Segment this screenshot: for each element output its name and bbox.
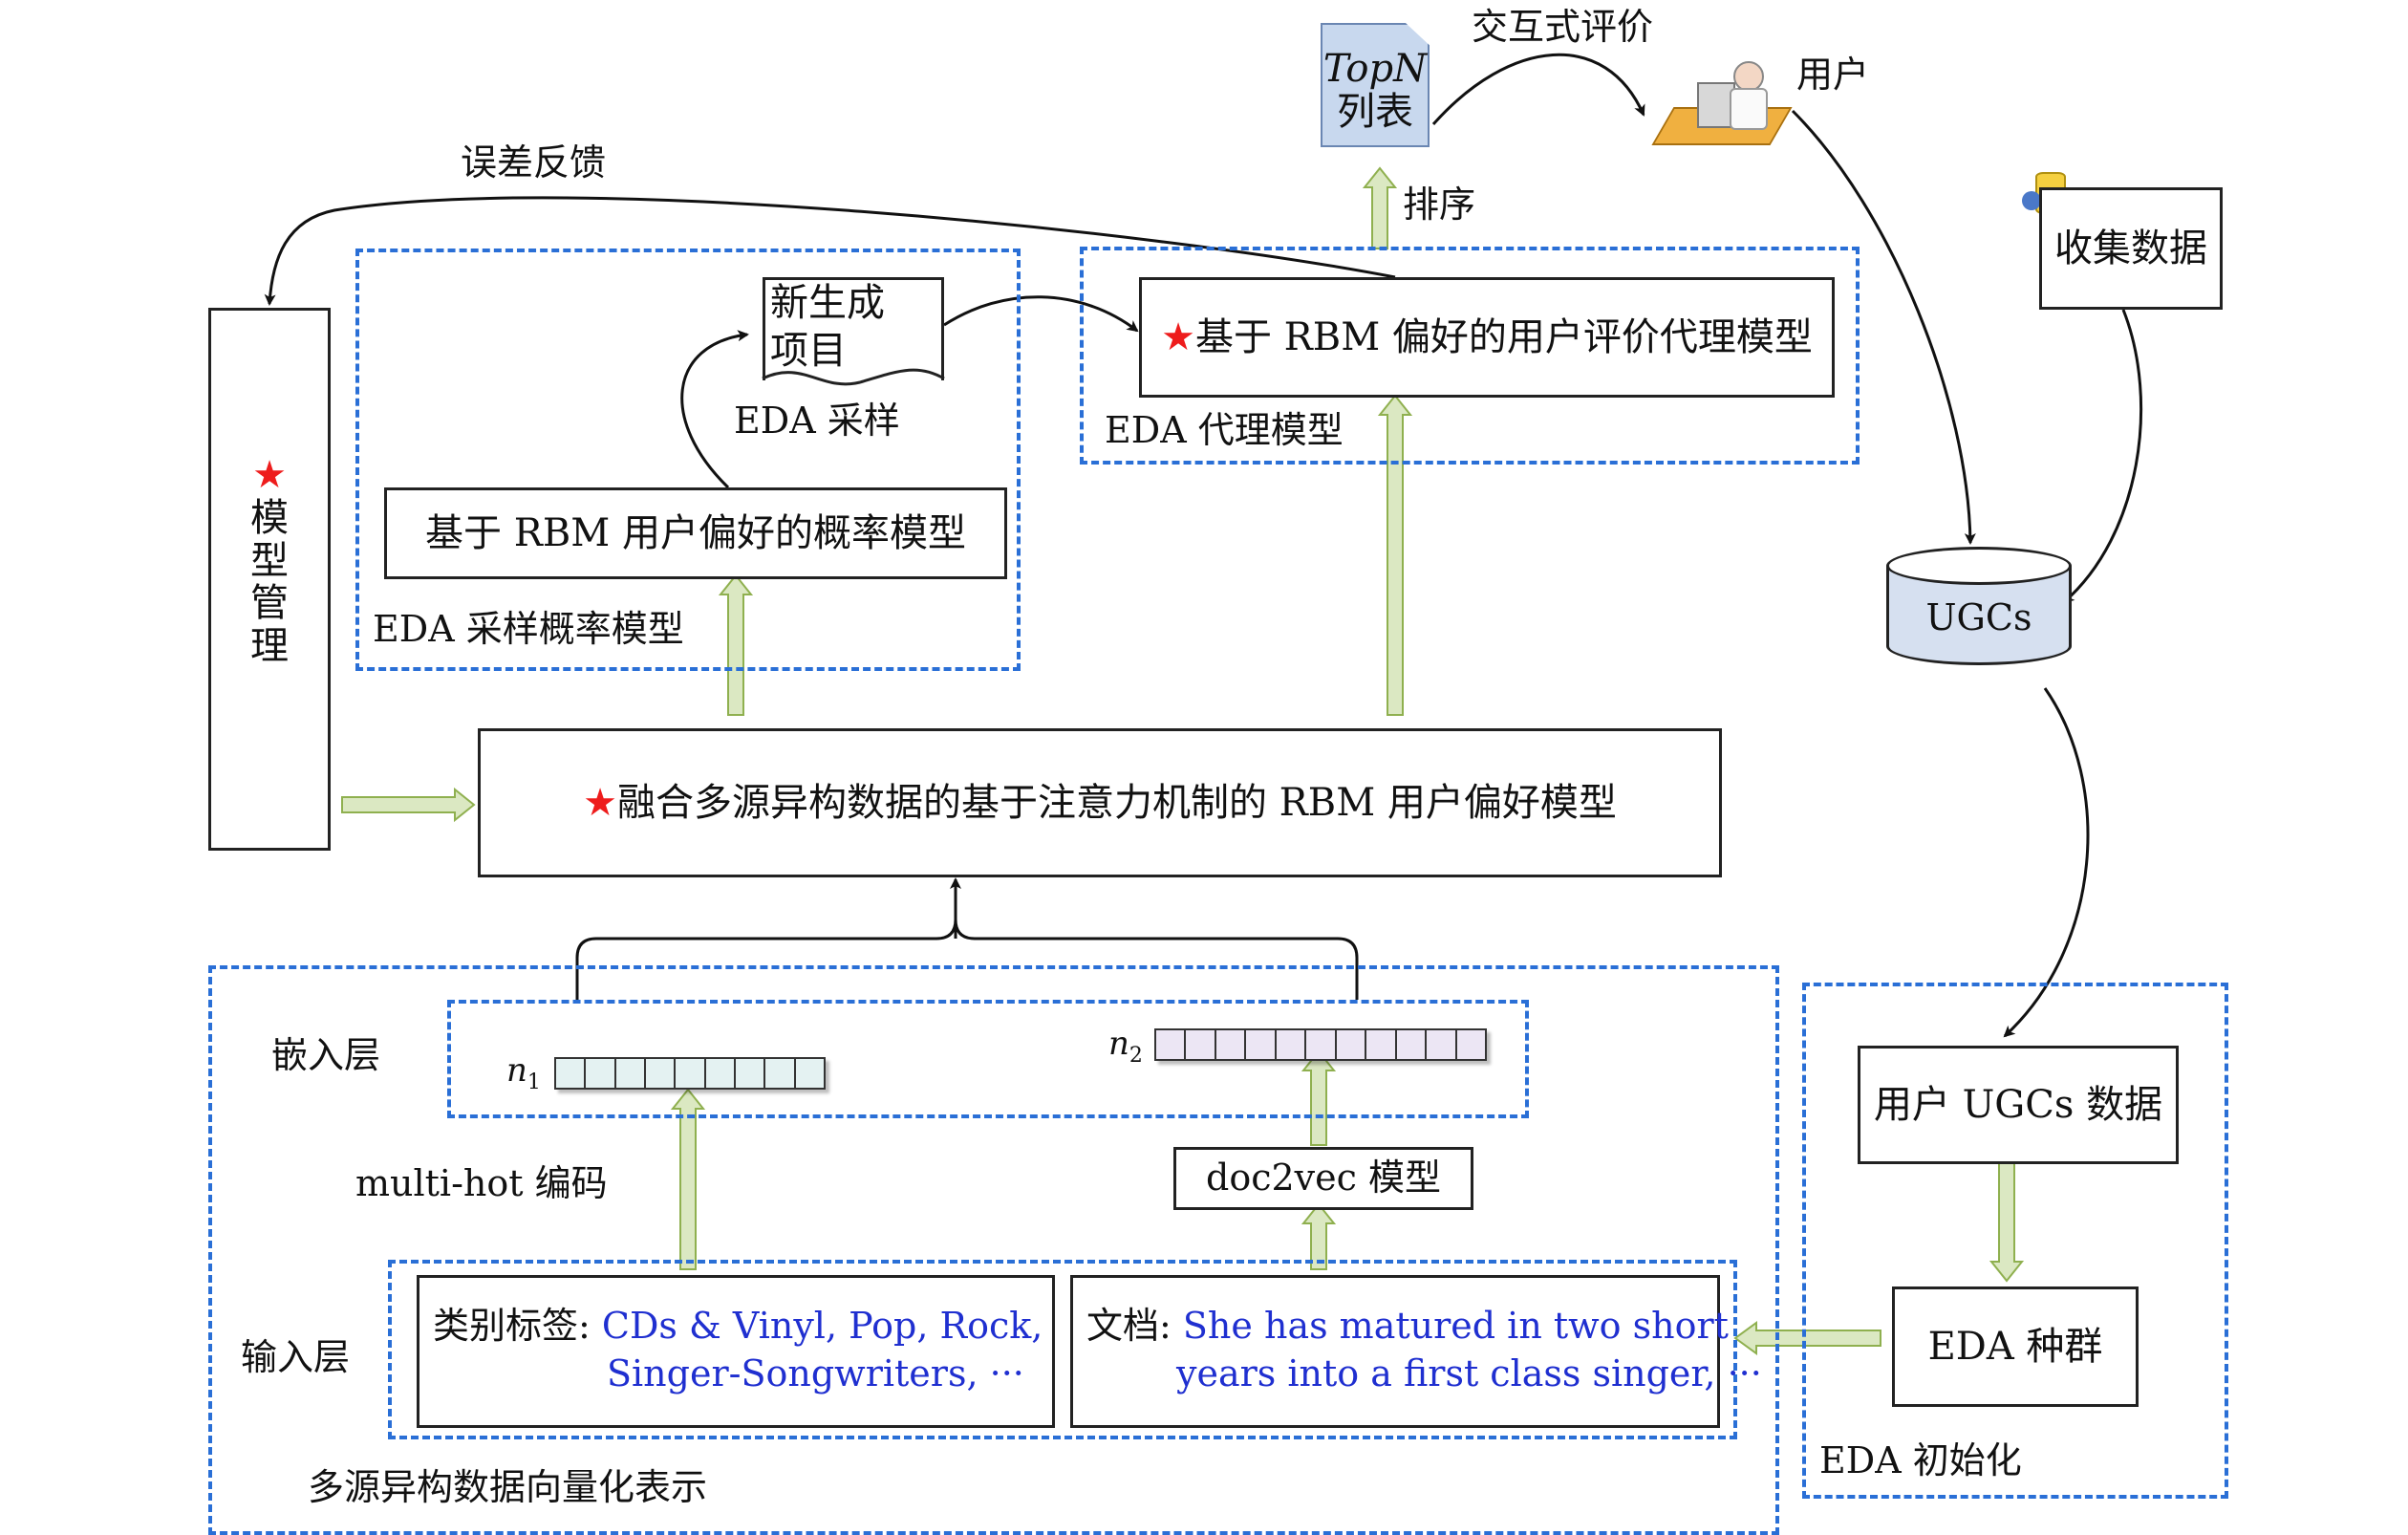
topn-line2: 列表 — [1337, 89, 1413, 134]
green-arrows — [341, 166, 2025, 1355]
mgmt-char-3: 管 — [250, 581, 289, 626]
eda-init-label: EDA 初始化 — [1819, 1439, 2022, 1481]
document-line1: She has matured in two short — [1182, 1305, 1729, 1347]
embedding-layer-group — [447, 1000, 1529, 1118]
topn-document-icon — [1321, 23, 1430, 147]
new-items-line1: 新生成 — [770, 281, 885, 325]
document-line2: years into a first class singer, ··· — [1176, 1352, 1762, 1394]
ugcs-label: UGCs — [1925, 596, 2032, 638]
multi-hot-label: multi-hot 编码 — [355, 1162, 608, 1204]
arrow-collect-to-ugcs — [2062, 309, 2143, 604]
main-star-icon: ★ — [583, 781, 617, 825]
prob-model-group-label: EDA 采样概率模型 — [373, 608, 684, 650]
category-line2: Singer-Songwriters, ··· — [607, 1352, 1024, 1394]
proxy-model-text: 基于 RBM 偏好的用户评价代理模型 — [1194, 315, 1813, 359]
n2-symbol: n — [1108, 1025, 1129, 1063]
category-text: 类别标签: CDs & Vinyl, Pop, Rock, — [433, 1305, 1043, 1349]
document-prefix: 文档: — [1086, 1305, 1183, 1347]
topn-label: TopN 列表 — [1321, 48, 1430, 134]
arrow-multihot-up — [670, 1088, 706, 1270]
n2-vector — [1154, 1028, 1487, 1061]
user-computer-icon — [1651, 57, 1793, 153]
arrow-topn-to-user — [1431, 54, 1645, 125]
eda-sampling-label: EDA 采样 — [734, 400, 900, 442]
n1-vector — [554, 1057, 826, 1090]
error-feedback-label: 误差反馈 — [461, 141, 607, 184]
document-text: 文档: She has matured in two short — [1086, 1305, 1729, 1349]
collect-data-box: 收集数据 — [2039, 187, 2223, 310]
arrow-pop-to-doc — [1733, 1321, 1881, 1355]
user-ugcs-box: 用户 UGCs 数据 — [1858, 1046, 2179, 1164]
topn-line1: TopN — [1322, 47, 1428, 91]
arrow-mgmt-to-main — [341, 787, 476, 823]
eda-proxy-group — [1080, 247, 1860, 465]
category-line1: CDs & Vinyl, Pop, Rock, — [601, 1305, 1043, 1347]
arrow-ugcs-to-pop — [1989, 1161, 2025, 1283]
arrow-prob-to-new — [680, 330, 749, 489]
arrow-new-to-proxy — [943, 295, 1139, 333]
arrow-main-to-proxy — [1377, 394, 1413, 716]
prob-model-box: 基于 RBM 用户偏好的概率模型 — [384, 487, 1007, 579]
interactive-eval-label: 交互式评价 — [1472, 6, 1654, 48]
mgmt-char-2: 型 — [250, 538, 289, 583]
multi-source-label: 多源异构数据向量化表示 — [308, 1466, 708, 1508]
n1-label: n1 — [506, 1051, 541, 1095]
eda-population-box: EDA 种群 — [1892, 1286, 2139, 1407]
n2-subscript: 2 — [1129, 1043, 1143, 1068]
category-box: 类别标签: CDs & Vinyl, Pop, Rock, Singer-Son… — [417, 1275, 1055, 1428]
category-prefix: 类别标签: — [433, 1305, 602, 1347]
mgmt-char-4: 理 — [250, 624, 289, 669]
doc2vec-box: doc2vec 模型 — [1173, 1147, 1473, 1210]
arrow-ugcs-to-useru — [2003, 687, 2090, 1038]
proxy-star-icon: ★ — [1161, 315, 1195, 359]
ugcs-database-icon — [1886, 547, 2072, 665]
n1-symbol: n — [506, 1051, 527, 1090]
proxy-model-group-label: EDA 代理模型 — [1105, 409, 1344, 451]
sort-label: 排序 — [1403, 184, 1476, 226]
embedding-layer-label: 嵌入层 — [271, 1034, 381, 1076]
mgmt-star-icon: ★ — [252, 453, 287, 497]
main-model-text: 融合多源异构数据的基于注意力机制的 RBM 用户偏好模型 — [616, 781, 1617, 825]
new-items-document-icon — [763, 277, 944, 380]
arrow-sort-up — [1362, 166, 1398, 249]
input-layer-group — [388, 1260, 1737, 1439]
n2-label: n2 — [1108, 1025, 1143, 1069]
eda-init-group — [1802, 983, 2228, 1499]
document-box: 文档: She has matured in two short years i… — [1070, 1275, 1762, 1428]
main-model-box: ★ 融合多源异构数据的基于注意力机制的 RBM 用户偏好模型 — [478, 728, 1722, 877]
arrow-main-to-prob — [718, 573, 754, 716]
new-items-label: 新生成 项目 — [770, 279, 885, 375]
arrow-error-feedback — [264, 196, 1396, 306]
eda-sampling-prob-group — [355, 249, 1021, 671]
model-management-box: ★ 模 型 管 理 — [208, 308, 331, 851]
proxy-model-box: ★ 基于 RBM 偏好的用户评价代理模型 — [1139, 277, 1835, 398]
new-items-line2: 项目 — [770, 329, 847, 373]
arrow-user-to-ugcs — [1791, 109, 1976, 545]
input-layer-label: 输入层 — [241, 1336, 351, 1378]
user-label: 用户 — [1796, 54, 1870, 96]
n1-subscript: 1 — [527, 1070, 541, 1094]
mgmt-char-1: 模 — [250, 495, 289, 540]
arrow-doc2vec-to-n2 — [1301, 1049, 1337, 1146]
